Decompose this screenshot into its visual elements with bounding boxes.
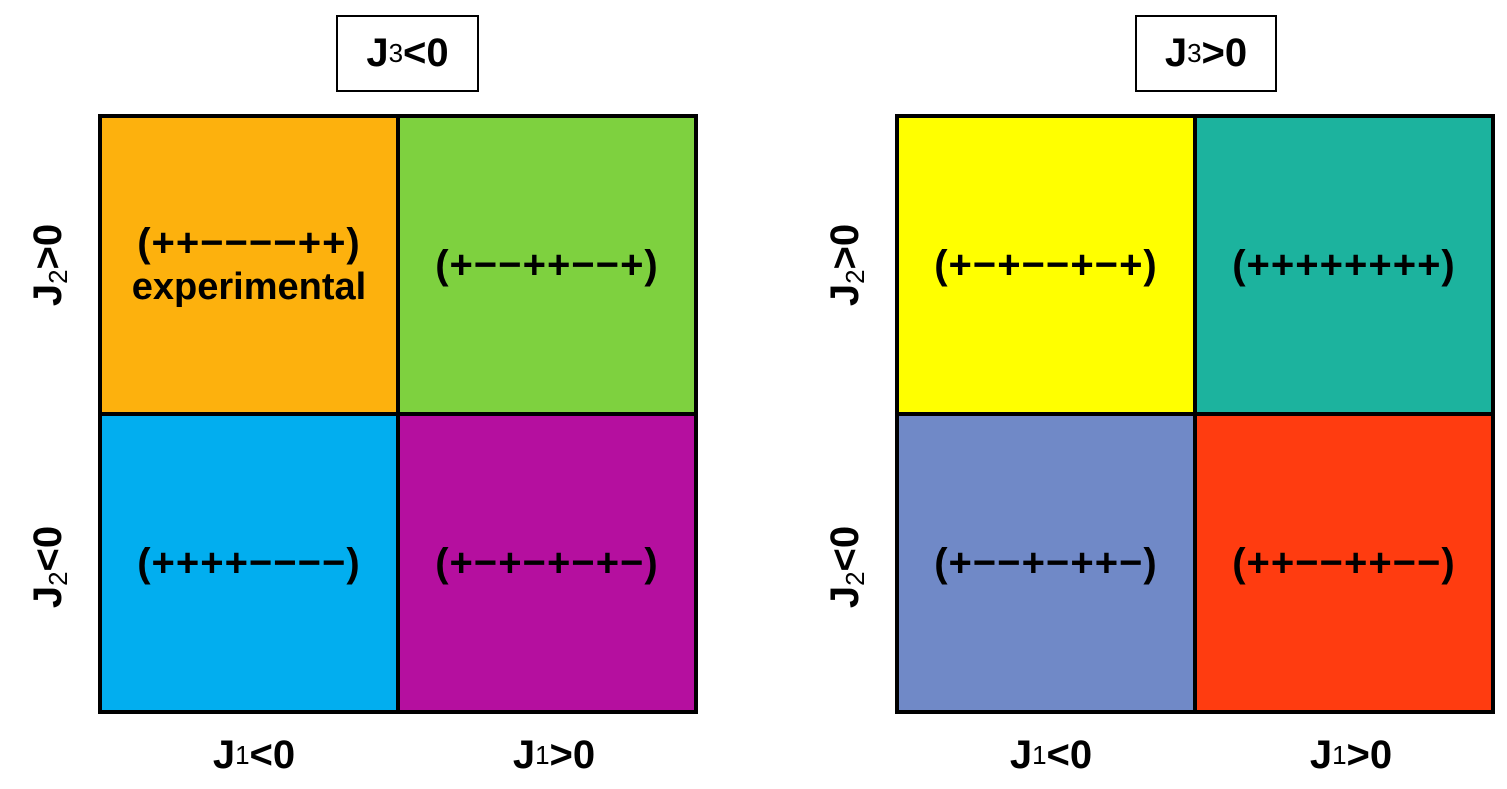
ylabel-sub: 2 [839,571,870,586]
ylabel-rel: >0 [25,223,70,270]
cell-j1pos-j2neg: (++−−++−−) [1197,416,1491,710]
title-sub: 3 [1187,38,1202,68]
sign-pattern: (+−−+−++−) [934,541,1158,585]
xlabel-rel: <0 [1046,732,1093,777]
title-rel: <0 [403,31,449,75]
sign-pattern: (+−−++−−+) [435,243,659,287]
sign-pattern: (++−−++−−) [1232,541,1456,585]
title-sub: 3 [388,38,404,68]
cell-j1pos-j2pos: (+−−++−−+) [400,118,694,412]
quadrant-grid: (++−−−−++) experimental (+−−++−−+) (++++… [98,114,698,714]
title-var: J [366,31,389,75]
cell-j1neg-j2pos: (+−+−−+−+) [899,118,1193,412]
ylabel-var: J [25,585,70,609]
ylabel-rel: <0 [25,525,70,572]
ylabel-var: J [25,283,70,307]
y-label-j2-negative: J2<0 [797,517,897,617]
xlabel-rel: >0 [1346,732,1393,777]
cell-j1pos-j2pos: (++++++++) [1197,118,1491,412]
cell-j1neg-j2neg: (+−−+−++−) [899,416,1193,710]
sign-pattern: (++++−−−−) [137,541,361,585]
experimental-label: experimental [131,266,367,309]
sign-pattern: (++++++++) [1232,243,1456,287]
xlabel-rel: <0 [249,732,296,777]
y-label-j2-positive: J2>0 [797,215,897,315]
ylabel-var: J [822,283,867,307]
sign-pattern: (++−−−−++) [137,221,361,266]
ylabel-rel: >0 [822,223,867,270]
ylabel-rel: <0 [822,525,867,572]
y-label-j2-negative: J2<0 [0,517,100,617]
xlabel-sub: 1 [1032,739,1047,770]
xlabel-var: J [1009,732,1033,777]
sign-pattern: (+−+−+−+−) [435,541,659,585]
xlabel-sub: 1 [1332,739,1347,770]
cell-j1neg-j2pos: (++−−−−++) experimental [102,118,396,412]
xlabel-var: J [212,732,236,777]
sign-pattern: (+−+−−+−+) [934,243,1158,287]
ylabel-sub: 2 [42,571,73,586]
xlabel-sub: 1 [235,739,250,770]
ylabel-sub: 2 [42,269,73,284]
title-rel: >0 [1201,31,1248,75]
ylabel-sub: 2 [839,269,870,284]
xlabel-var: J [512,732,536,777]
xlabel-sub: 1 [535,739,550,770]
y-label-j2-positive: J2>0 [0,215,100,315]
title-var: J [1164,31,1188,75]
ylabel-var: J [822,585,867,609]
cell-j1neg-j2neg: (++++−−−−) [102,416,396,710]
xlabel-var: J [1309,732,1333,777]
xlabel-rel: >0 [549,732,596,777]
cell-j1pos-j2neg: (+−+−+−+−) [400,416,694,710]
quadrant-grid: (+−+−−+−+) (++++++++) (+−−+−++−) (++−−++… [895,114,1495,714]
